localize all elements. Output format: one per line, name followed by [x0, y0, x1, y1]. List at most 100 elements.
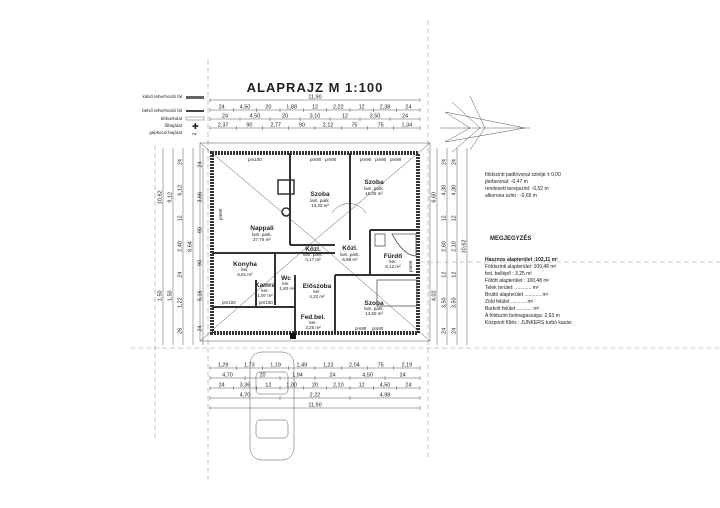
svg-text:27,76 m²: 27,76 m² — [253, 237, 271, 242]
level-notes: földszinti padlóvonal szintje ± 0,00 jár… — [484, 172, 561, 199]
dimension-label: 1,88 — [286, 105, 297, 111]
svg-text:Közl.: Közl. — [342, 245, 358, 252]
dimension-label: 3,10 — [310, 114, 321, 120]
dimension-label: 20 — [282, 114, 288, 120]
window-label: pm90 — [390, 157, 402, 162]
dimension-label: 12 — [442, 272, 448, 278]
dimension-label: 1,00 — [286, 383, 297, 389]
dimension-label: 1,34 — [402, 123, 413, 129]
dimension-label: 24 — [452, 328, 458, 334]
dimension-label: 8,64 — [188, 241, 194, 252]
dimension-label: 24 — [222, 114, 228, 120]
svg-text:6,81 m²: 6,81 m² — [237, 272, 253, 277]
dimension-label: 12 — [359, 383, 365, 389]
dimension-label: 2,60 — [442, 241, 448, 252]
walls — [210, 151, 420, 339]
dimension-label: 20 — [312, 383, 318, 389]
svg-text:Szoba: Szoba — [364, 300, 384, 307]
note-line: Telek terület: ............ m² — [485, 285, 539, 291]
window-label: pm90 — [355, 326, 367, 331]
window-label: pm100 — [248, 157, 262, 162]
note-line: Földszinti alapterület: 100,48 m² — [485, 264, 556, 270]
svg-text:ker.: ker. — [282, 281, 289, 286]
svg-text:Fed.bel.: Fed.bel. — [301, 314, 326, 321]
dimension-label: 4,50 — [380, 383, 391, 389]
dimension-label: 24 — [198, 326, 204, 332]
dimension-label: 2,19 — [402, 363, 413, 369]
svg-text:15,05 m²: 15,05 m² — [365, 191, 383, 196]
north-arrow-icon — [440, 95, 530, 153]
level-note: rendezett terepszint: -0,52 m — [485, 186, 549, 192]
dimension-label: 12 — [359, 105, 365, 111]
dimension-label: 4,70 — [222, 373, 233, 379]
svg-text:1,80 m²: 1,80 m² — [279, 286, 295, 291]
window-label: pm90 — [408, 260, 413, 272]
svg-text:14,50 m²: 14,50 m² — [365, 311, 383, 316]
svg-text:13,33 m²: 13,33 m² — [311, 203, 329, 208]
column-icon — [290, 333, 296, 339]
dimension-label: 2,37 — [218, 123, 229, 129]
dimension-label: 90 — [299, 123, 305, 129]
dimension-label: 12 — [312, 105, 318, 111]
toilet-icon — [374, 233, 386, 247]
dimension-label: 24 — [329, 373, 335, 379]
dimension-label: 3,66 — [198, 192, 204, 203]
note-line: Bruttó alapterület ............ m² — [485, 292, 549, 298]
svg-text:Szoba: Szoba — [310, 191, 330, 198]
dimension-label: 4,98 — [380, 393, 391, 399]
legend-swatch — [186, 96, 204, 99]
window-label: pm100 — [222, 300, 236, 305]
dimension-label: 1,50 — [158, 290, 164, 301]
dimension-label: 4,50 — [240, 105, 251, 111]
dimension-label: 2,22 — [310, 393, 321, 399]
dimension-label: 3,36 — [240, 383, 251, 389]
dimension-label: 2,38 — [380, 105, 391, 111]
svg-text:lam. park.: lam. park. — [310, 198, 330, 203]
svg-text:Szoba: Szoba — [364, 179, 384, 186]
dimension-label: 4,50 — [250, 114, 261, 120]
room-fed-bel: Fed.bel.ker.3,25 m² — [301, 314, 326, 330]
dimension-label: 6,12 — [178, 185, 184, 196]
dimension-label: 12 — [452, 215, 458, 221]
roof-outline — [199, 142, 431, 342]
dimension-label: 2,22 — [333, 105, 344, 111]
dimension-label: 12 — [342, 114, 348, 120]
svg-text:Előszoba: Előszoba — [303, 283, 332, 290]
window-label: pm90 — [310, 157, 322, 162]
dimension-label: 24 — [405, 383, 411, 389]
dimension-label: 75 — [378, 123, 384, 129]
legend-item: belső teherhordó fal — [142, 108, 182, 113]
dimension-label: 10,62 — [158, 190, 164, 204]
legend-item: külső teherhordó fal — [142, 94, 182, 99]
svg-text:lam. park.: lam. park. — [364, 186, 384, 191]
svg-text:Kamra: Kamra — [255, 282, 276, 289]
svg-text:ker.: ker. — [309, 320, 316, 325]
dimension-label: 24 — [399, 373, 405, 379]
legend-item: térburkolat — [161, 116, 183, 121]
note-line: A földszint belmagassága: 2,63 m — [485, 313, 560, 319]
dimension-label: 1,50 — [168, 290, 174, 301]
svg-text:Konyha: Konyha — [233, 261, 257, 268]
dimension-label: 24 — [442, 328, 448, 334]
car-icon — [249, 351, 295, 461]
svg-text:lam. park.: lam. park. — [303, 252, 323, 257]
dimension-label: 24 — [219, 383, 225, 389]
level-note: földszinti padlóvonal szintje ± 0,00 — [485, 172, 561, 178]
dimension-label: 4,02 — [432, 290, 438, 301]
dimension-label: 2,40 — [178, 241, 184, 252]
legend-item: főbejárat — [164, 123, 182, 128]
notes-list: Hasznos alapterület :102,11 m²Földszinti… — [485, 257, 572, 326]
dimension-label: 75 — [351, 123, 357, 129]
svg-text:4,32 m²: 4,32 m² — [309, 294, 325, 299]
dimension-label: 1,22 — [178, 297, 184, 308]
dimension-label: 90 — [198, 227, 204, 233]
dimension-label: 11,90 — [308, 403, 321, 409]
svg-text:Fürdő: Fürdő — [384, 253, 402, 260]
dimension-label: 1,19 — [270, 363, 281, 369]
